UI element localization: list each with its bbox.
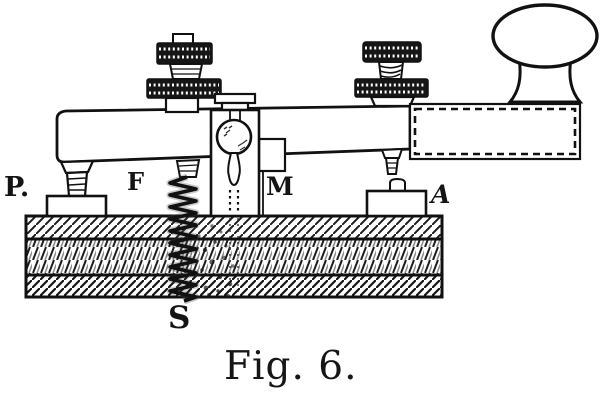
label-a: A [431, 180, 451, 209]
spiral-spring [166, 158, 239, 305]
figure-caption: Fig. 6. [224, 344, 358, 389]
spring-shadow-speckle [197, 224, 235, 298]
label-p: P. [4, 172, 30, 203]
label-s: S [168, 300, 191, 336]
lever-end-pad [408, 102, 582, 161]
trunnion-post [209, 92, 261, 218]
rear-adjusting-screw [146, 33, 222, 114]
middle-contact-block [257, 137, 287, 215]
label-m: M [266, 172, 294, 201]
pivot-circle [215, 118, 253, 156]
front-adjusting-screw [354, 41, 429, 108]
key-knob [491, 3, 599, 104]
rear-support-post [45, 159, 108, 218]
anvil-contact [365, 147, 428, 218]
base-block [24, 214, 444, 299]
pivot-pointer [227, 152, 241, 187]
label-f: F [127, 167, 145, 196]
